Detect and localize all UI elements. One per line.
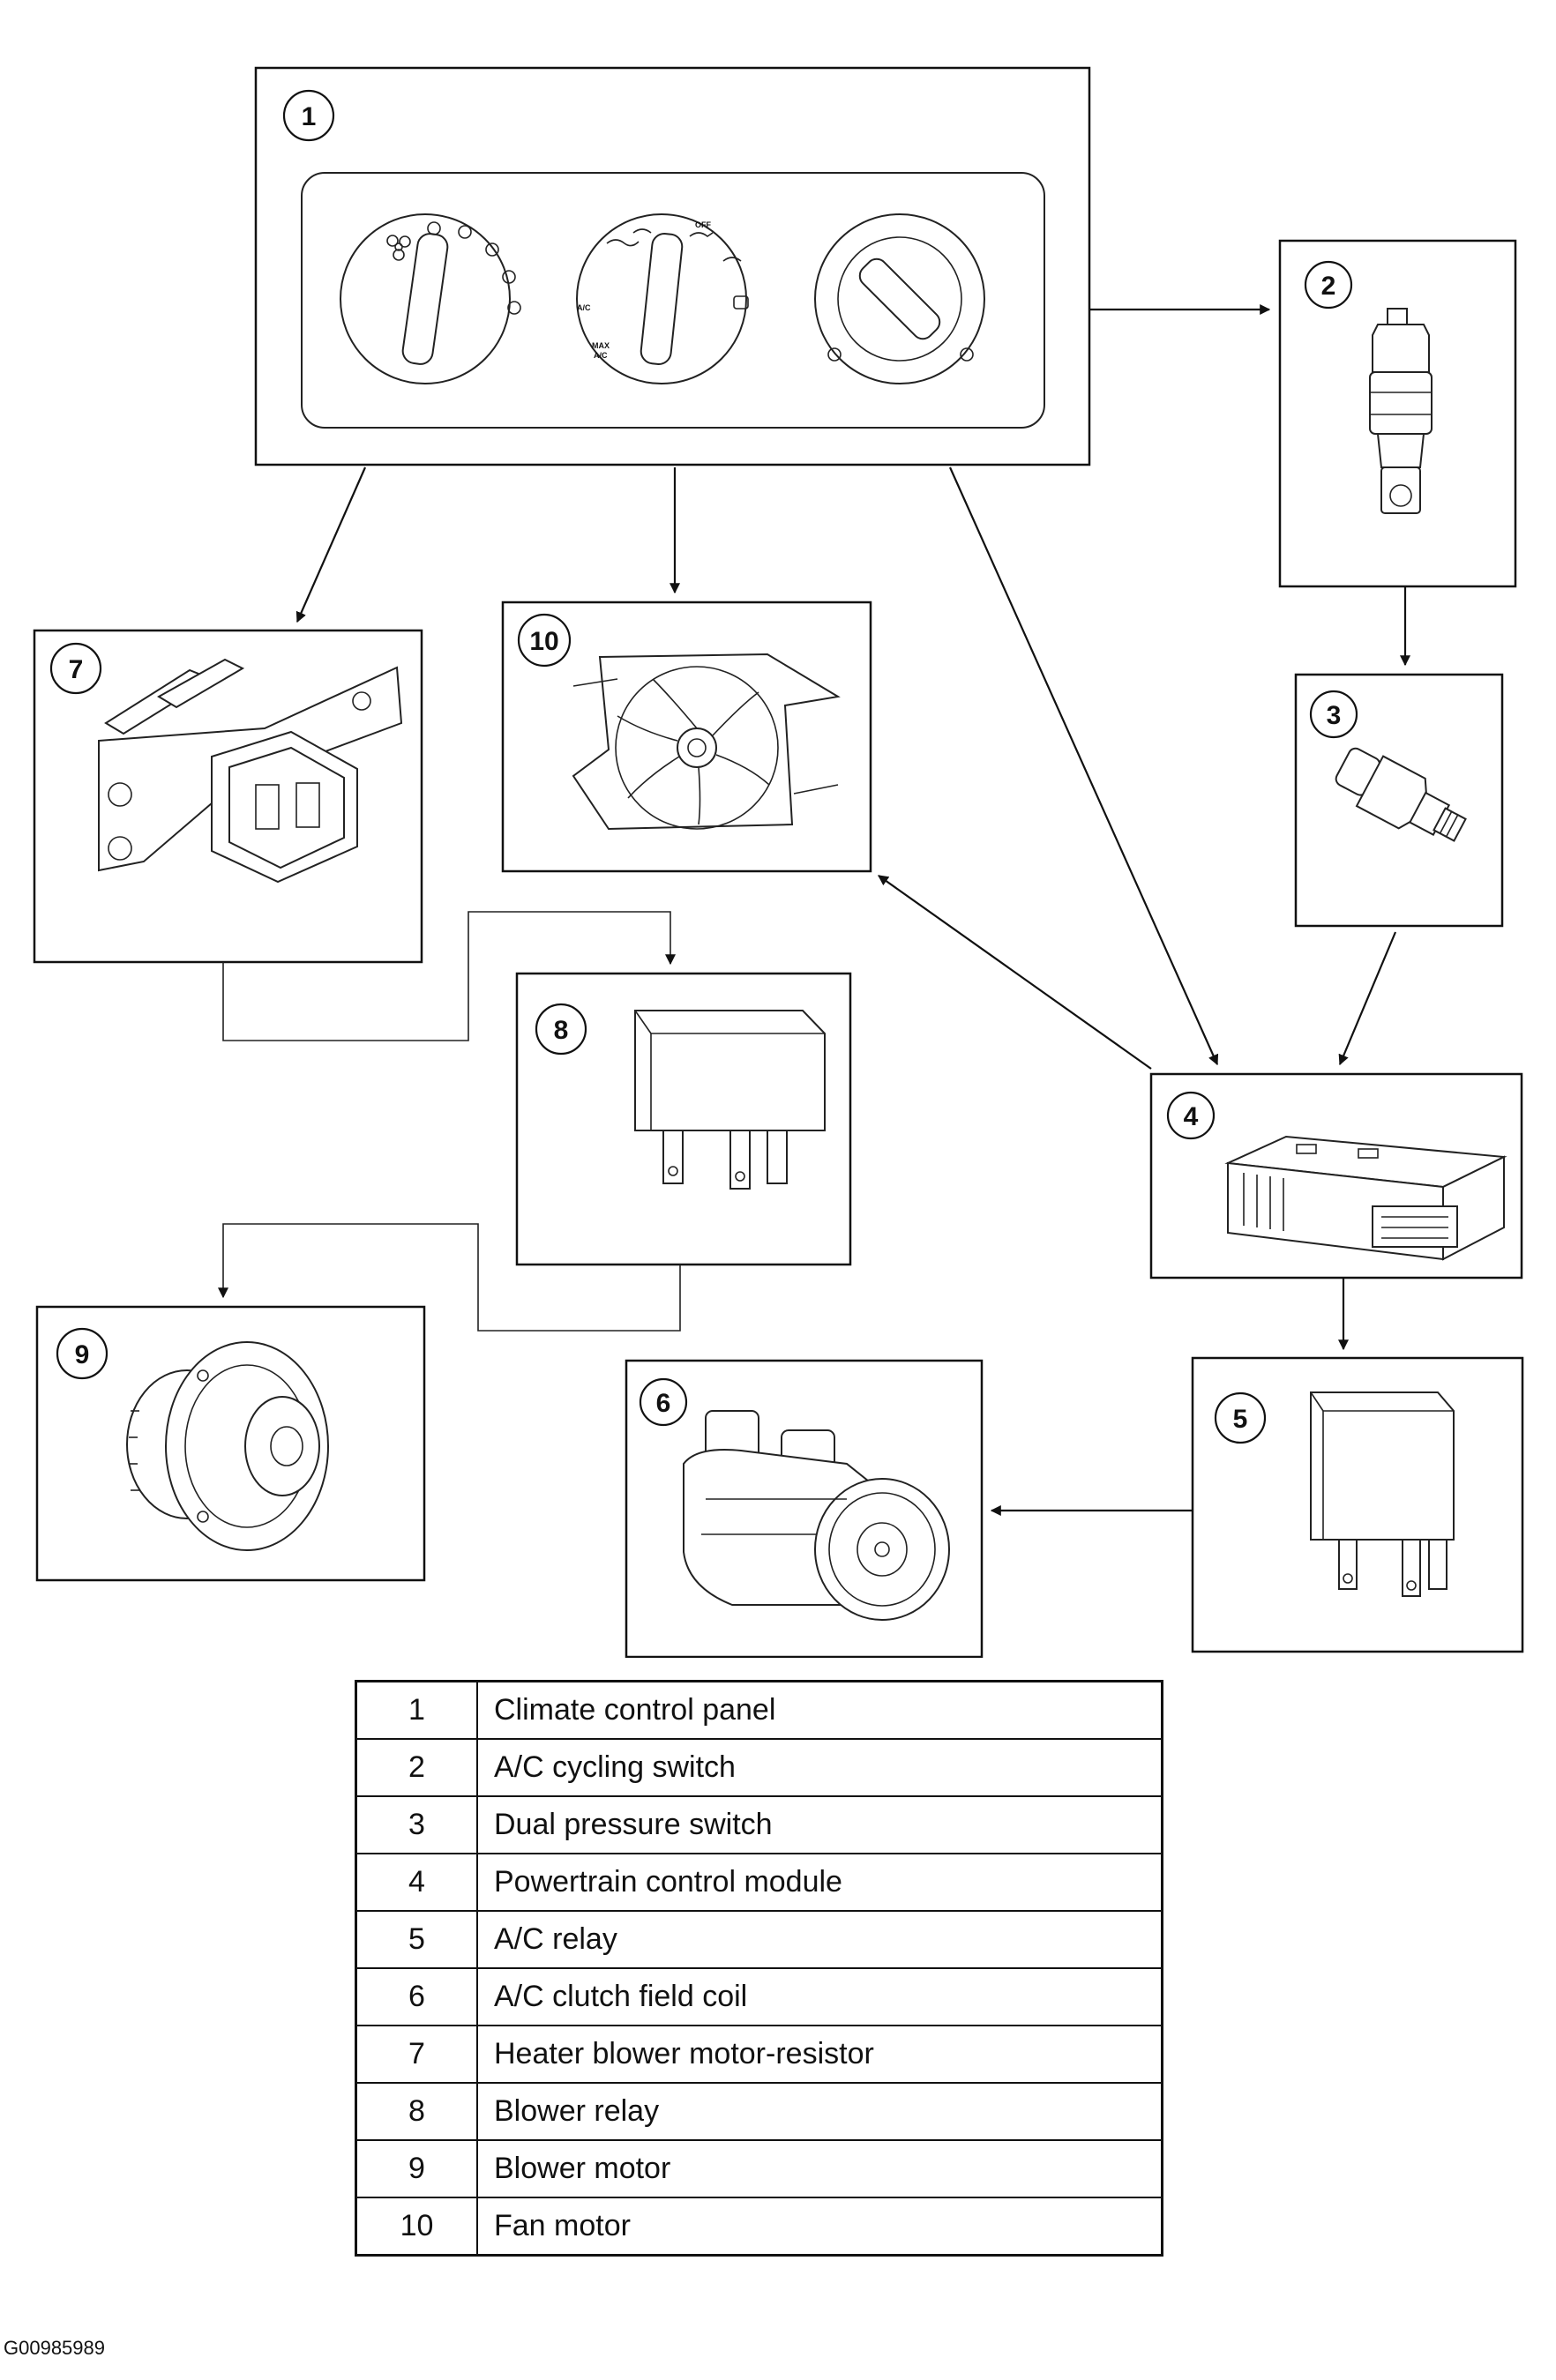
legend-description: Dual pressure switch bbox=[476, 1795, 1163, 1854]
callout-3: 3 bbox=[1309, 690, 1358, 739]
legend-description: Blower motor bbox=[476, 2139, 1163, 2198]
legend-description: Fan motor bbox=[476, 2197, 1163, 2257]
ac-compressor-drawing bbox=[683, 1410, 950, 1621]
legend-number: 8 bbox=[355, 2082, 478, 2141]
wiring-flow-diagram: OFF A/C MAX A/C bbox=[33, 66, 1524, 1658]
svg-text:7: 7 bbox=[69, 655, 84, 684]
callout-7: 7 bbox=[49, 642, 102, 695]
legend-description: A/C relay bbox=[476, 1910, 1163, 1969]
blower-motor-drawing bbox=[126, 1341, 329, 1551]
svg-text:9: 9 bbox=[75, 1340, 90, 1369]
ac-relay-drawing bbox=[1310, 1391, 1455, 1597]
svg-text:10: 10 bbox=[529, 627, 558, 656]
svg-text:4: 4 bbox=[1184, 1102, 1199, 1131]
fan-motor-drawing bbox=[572, 653, 841, 831]
powertrain-control-module-drawing bbox=[1224, 1135, 1507, 1261]
panel-label-max: MAX bbox=[592, 341, 610, 350]
connector-4-to-10 bbox=[878, 875, 1152, 1070]
legend-description: A/C clutch field coil bbox=[476, 1967, 1163, 2026]
blower-motor-resistor-drawing bbox=[98, 658, 403, 884]
connector-8-to-9 bbox=[218, 1223, 681, 1332]
svg-text:6: 6 bbox=[656, 1389, 671, 1418]
figure-code: G00985989 bbox=[4, 2337, 105, 2359]
panel-label-max-ac: A/C bbox=[594, 351, 608, 360]
legend-description: Climate control panel bbox=[476, 1680, 1163, 1740]
callout-5: 5 bbox=[1214, 1391, 1267, 1444]
connector-7-to-8 bbox=[222, 911, 676, 1041]
svg-text:2: 2 bbox=[1321, 272, 1336, 301]
legend-description: Blower relay bbox=[476, 2082, 1163, 2141]
callout-2: 2 bbox=[1304, 260, 1353, 310]
legend-number: 6 bbox=[355, 1967, 478, 2026]
legend-number: 9 bbox=[355, 2139, 478, 2198]
panel-label-ac: A/C bbox=[577, 303, 591, 312]
blower-relay-drawing bbox=[634, 1010, 826, 1190]
legend-number: 2 bbox=[355, 1738, 478, 1797]
callout-4: 4 bbox=[1166, 1091, 1216, 1140]
panel-label-off: OFF bbox=[695, 220, 711, 229]
legend-description: A/C cycling switch bbox=[476, 1738, 1163, 1797]
climate-control-panel-drawing: OFF A/C MAX A/C bbox=[301, 172, 1045, 429]
legend-description: Heater blower motor-resistor bbox=[476, 2025, 1163, 2084]
ac-cycling-switch-drawing bbox=[1369, 308, 1433, 514]
svg-text:3: 3 bbox=[1327, 701, 1342, 730]
legend-description: Powertrain control module bbox=[476, 1853, 1163, 1912]
callout-9: 9 bbox=[56, 1327, 108, 1380]
callout-8: 8 bbox=[535, 1003, 587, 1056]
connector-3-to-4 bbox=[1338, 931, 1397, 1066]
legend-number: 4 bbox=[355, 1853, 478, 1912]
legend-number: 10 bbox=[355, 2197, 478, 2257]
callout-10: 10 bbox=[517, 613, 572, 668]
legend-number: 5 bbox=[355, 1910, 478, 1969]
svg-text:1: 1 bbox=[302, 102, 317, 131]
connector-1-to-4 bbox=[948, 466, 1219, 1066]
callout-6: 6 bbox=[639, 1377, 688, 1427]
connector-1-to-7 bbox=[295, 466, 367, 623]
callout-1: 1 bbox=[282, 89, 335, 142]
legend-number: 7 bbox=[355, 2025, 478, 2084]
legend-number: 1 bbox=[355, 1680, 478, 1740]
svg-text:5: 5 bbox=[1233, 1405, 1248, 1434]
legend-number: 3 bbox=[355, 1795, 478, 1854]
dual-pressure-switch-drawing bbox=[1335, 747, 1467, 842]
svg-text:8: 8 bbox=[554, 1016, 569, 1045]
